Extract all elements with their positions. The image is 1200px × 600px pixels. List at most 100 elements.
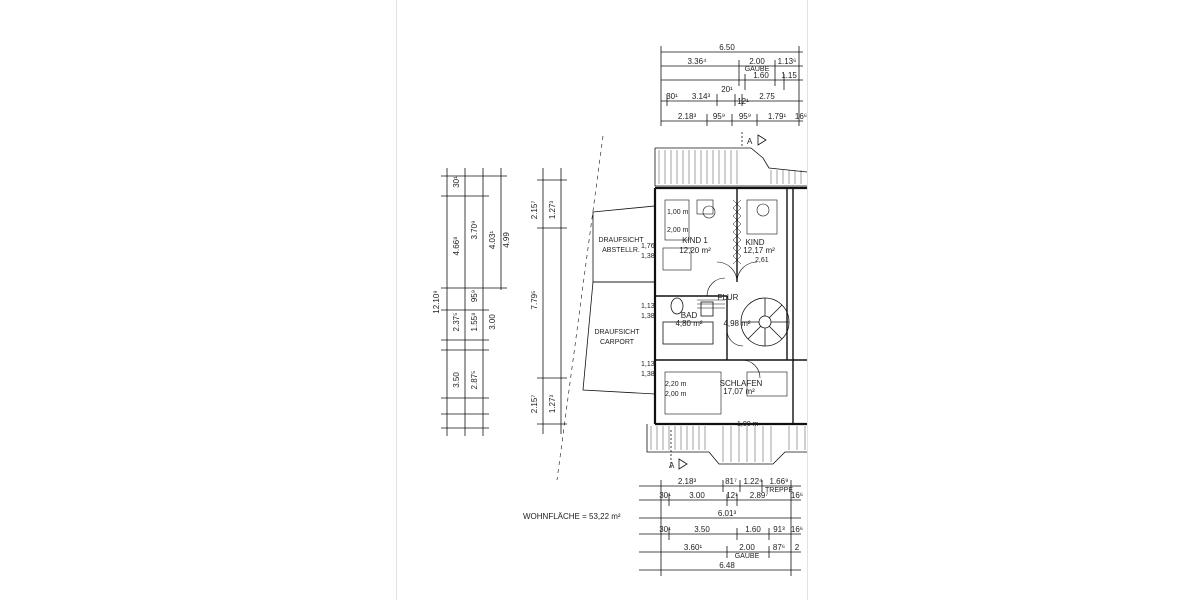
- dim-left-c2: 4.03¹: [488, 231, 497, 250]
- dim-mid-r5: 1.27³: [548, 395, 557, 414]
- dim-top-15: 16⁶: [795, 112, 807, 121]
- bottom-dimension-chains: [639, 480, 801, 576]
- dim-top-2: 2.00: [749, 57, 765, 66]
- treppe-label: TREPPE: [765, 487, 793, 494]
- room-area-kind1: 12,20 m²: [679, 246, 711, 255]
- dim-left-a0: 30¹: [452, 176, 461, 188]
- dim-bot-17: 2.00: [739, 543, 755, 552]
- roof-hatching-bottom: [650, 426, 806, 462]
- dim-top-14: 1.79¹: [768, 112, 787, 121]
- dim-bot-13: 1.60: [745, 525, 761, 534]
- dim-top-8: 20¹: [721, 85, 733, 94]
- dim-top-13: 95⁹: [739, 112, 751, 121]
- section-arrow-top: [757, 134, 767, 146]
- washbasin: [700, 301, 714, 317]
- gaube-label-bottom: GAUBE: [735, 553, 760, 560]
- dim-bot-2: 81⁷: [725, 477, 737, 486]
- room-area-schlafen: 17,07 m²: [723, 387, 755, 396]
- dim-top-11: 2.18³: [678, 112, 697, 121]
- abstell-label-1: DRAUFSICHT: [598, 237, 644, 244]
- dim-bot-4: 1.66⁹: [770, 477, 789, 486]
- top-dimension-chains: [660, 46, 803, 126]
- small-dim-12: 2,61: [755, 257, 769, 264]
- middle-dimension-chains: [537, 168, 567, 434]
- section-arrow-bottom: [678, 458, 688, 470]
- dim-bot-5: 30¹: [659, 491, 671, 500]
- section-mark-top: A: [747, 137, 753, 146]
- dim-left-b5: 2.87⁵: [470, 371, 479, 390]
- dim-left-b2: 95⁹: [470, 290, 479, 302]
- dim-bot-19: 2: [795, 543, 800, 552]
- dim-bot-10: 6.01³: [718, 509, 737, 518]
- section-mark-bottom: A: [669, 461, 675, 470]
- dim-top-6: 30¹: [666, 92, 678, 101]
- wohnflaeche-label: WOHNFLÄCHE = 53,22 m²: [523, 512, 621, 521]
- room-area-kind2: 12,17 m²: [743, 246, 775, 255]
- dim-mid-l2: 2.15⁷: [530, 395, 539, 414]
- dim-top-3: 1.13⁶: [778, 57, 797, 66]
- dim-top-5: 1.15: [781, 71, 797, 80]
- roof-edge-dashed: [556, 135, 604, 481]
- dim-bot-16: 3.60¹: [684, 543, 703, 552]
- dim-top-4: 1.60: [753, 71, 769, 80]
- dim-top-10: 2.75: [759, 92, 775, 101]
- small-dim-5: 1,13: [641, 361, 655, 368]
- room-name-flur: FLUR: [718, 293, 739, 302]
- gaube-label-top: GAUBE: [745, 66, 770, 73]
- dim-left-b3: 1.55⁸: [470, 313, 479, 332]
- dim-bot-1: 2.18³: [678, 477, 697, 486]
- dim-left-b1: 3.70⁹: [470, 221, 479, 240]
- floor-plan-drawing: 6.50 3.36⁴ 2.00 1.13⁶ GAUBE 1.60 1.15 30…: [432, 43, 807, 576]
- dim-left-a4: 2.37⁵: [452, 313, 461, 332]
- dim-bot-7: 12¹: [726, 491, 738, 500]
- carport-outline: [582, 281, 656, 395]
- small-dim-9: 2,20 m: [665, 381, 687, 388]
- small-dim-7: 1,00 m: [667, 209, 689, 216]
- drawing-sheet: 6.50 3.36⁴ 2.00 1.13⁶ GAUBE 1.60 1.15 30…: [396, 0, 808, 600]
- dim-left-a6: 3.50: [452, 372, 461, 388]
- room-name-kind2: KIND: [745, 238, 764, 247]
- small-dim-1: 1,76: [641, 243, 655, 250]
- dim-top-7: 3.14³: [692, 92, 711, 101]
- roof-outline-bottom: [646, 424, 807, 465]
- roof-outline-top: [655, 147, 807, 173]
- small-dim-8: 2,00 m: [667, 227, 689, 234]
- dim-left-outer: 12.10⁹: [432, 290, 441, 313]
- wall-hatching: [697, 199, 742, 309]
- room-name-schlafen: SCHLAFEN: [720, 379, 763, 388]
- toilet: [670, 297, 684, 315]
- carport-label-2: CARPORT: [600, 339, 635, 346]
- room-area-flur: 4,98 m²: [723, 319, 750, 328]
- roof-hatching-top: [658, 150, 802, 184]
- dim-bot-18: 87⁶: [773, 543, 785, 552]
- dim-top-1: 3.36⁴: [687, 57, 707, 66]
- dim-left-a2: 4.66⁸: [452, 237, 461, 256]
- door-swings: [706, 261, 761, 379]
- dim-top-9: 12¹: [737, 97, 749, 106]
- dim-left-d0: 4.99: [502, 232, 511, 248]
- left-dimension-chains: [441, 168, 507, 436]
- dim-bot-8: 2.89⁷: [750, 491, 769, 500]
- bathtub: [662, 321, 714, 345]
- dim-bot-6: 3.00: [689, 491, 705, 500]
- dim-bot-3: 1.22⁴: [743, 477, 763, 486]
- dim-bot-12: 3.50: [694, 525, 710, 534]
- dim-top-12: 95⁹: [713, 112, 725, 121]
- dim-mid-l1: 7.79⁵: [530, 291, 539, 310]
- dim-bot-11: 30¹: [659, 525, 671, 534]
- room-area-bad: 4,80 m²: [675, 319, 702, 328]
- small-dim-3: 1,13: [641, 303, 655, 310]
- small-dim-10: 2,00 m: [665, 391, 687, 398]
- furniture: [662, 199, 788, 415]
- room-name-bad: BAD: [681, 311, 698, 320]
- abstell-label-2: ABSTELLR.: [602, 247, 640, 254]
- dim-mid-l0: 2.15⁷: [530, 201, 539, 220]
- spiral-stair: [740, 297, 790, 347]
- dim-left-c5: 3.00: [488, 314, 497, 330]
- dim-mid-r2: 1.27³: [548, 201, 557, 220]
- small-dim-6: 1,38: [641, 371, 655, 378]
- small-dim-11: 1,00 m: [737, 421, 759, 428]
- dim-bot-overall: 6.48: [719, 561, 735, 570]
- small-dim-4: 1,38: [641, 313, 655, 320]
- dim-bot-15: 16⁶: [791, 525, 803, 534]
